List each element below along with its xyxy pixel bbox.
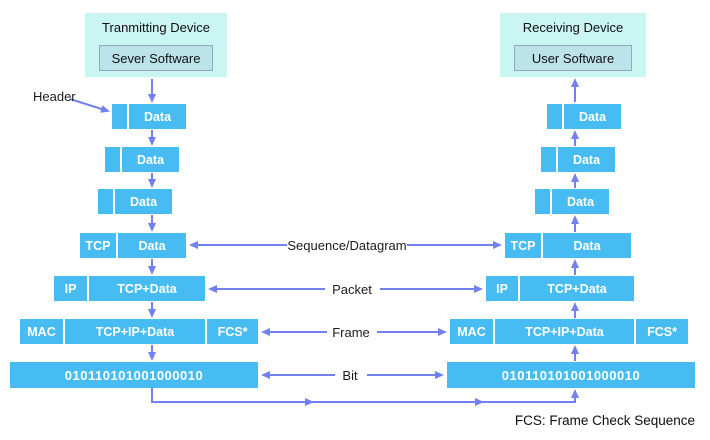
rx-header-segment	[547, 104, 562, 129]
tx-fcs-segment: FCS*	[207, 319, 258, 344]
tx-header-segment	[98, 189, 113, 214]
tx-ip-segment: IP	[54, 276, 87, 301]
receiving-software-box: User Software	[514, 45, 632, 71]
header-annotation: Header	[33, 89, 76, 104]
transmitting-device-panel: Tranmitting Device Sever Software	[85, 13, 227, 77]
tx-mac-segment: MAC	[20, 319, 63, 344]
rx-bitstream-box: 010110101001000010	[447, 362, 695, 388]
transmitting-device-title: Tranmitting Device	[102, 20, 210, 35]
transmitting-software-box: Sever Software	[99, 45, 213, 71]
tx-header-segment	[112, 104, 127, 129]
rx-header-segment	[541, 147, 556, 172]
rx-ip-segment: IP	[486, 276, 518, 301]
tx-data-segment: Data	[115, 189, 172, 214]
rx-tcpipdata-segment: TCP+IP+Data	[495, 319, 634, 344]
receiving-device-panel: Receiving Device User Software	[500, 13, 646, 77]
tx-tcpipdata-segment: TCP+IP+Data	[65, 319, 205, 344]
frame-layer-label: Frame	[332, 325, 370, 340]
tx-header-segment	[105, 147, 120, 172]
tx-tcp-segment: TCP	[80, 233, 116, 258]
rx-header-segment	[535, 189, 550, 214]
rx-tcp-segment: TCP	[505, 233, 541, 258]
rx-data-segment: Data	[543, 233, 631, 258]
rx-data-segment: Data	[558, 147, 615, 172]
bit-transfer-arrow	[151, 388, 579, 403]
layer-compare-arrows	[189, 241, 502, 379]
packet-layer-label: Packet	[332, 282, 372, 297]
tx-data-segment: Data	[118, 233, 186, 258]
tx-data-segment: Data	[122, 147, 179, 172]
fcs-footnote: FCS: Frame Check Sequence	[514, 413, 695, 428]
rx-tcpdata-segment: TCP+Data	[520, 276, 634, 301]
rx-fcs-segment: FCS*	[636, 319, 688, 344]
segment-layer-label: Sequence/Datagram	[287, 238, 407, 253]
rx-data-segment: Data	[564, 104, 621, 129]
receiving-device-title: Receiving Device	[522, 20, 624, 35]
rx-mac-segment: MAC	[450, 319, 493, 344]
tx-tcpdata-segment: TCP+Data	[89, 276, 205, 301]
rx-data-segment: Data	[552, 189, 609, 214]
bit-layer-label: Bit	[342, 368, 358, 383]
tx-data-segment: Data	[129, 104, 186, 129]
tx-bitstream-box: 010110101001000010	[10, 362, 258, 388]
